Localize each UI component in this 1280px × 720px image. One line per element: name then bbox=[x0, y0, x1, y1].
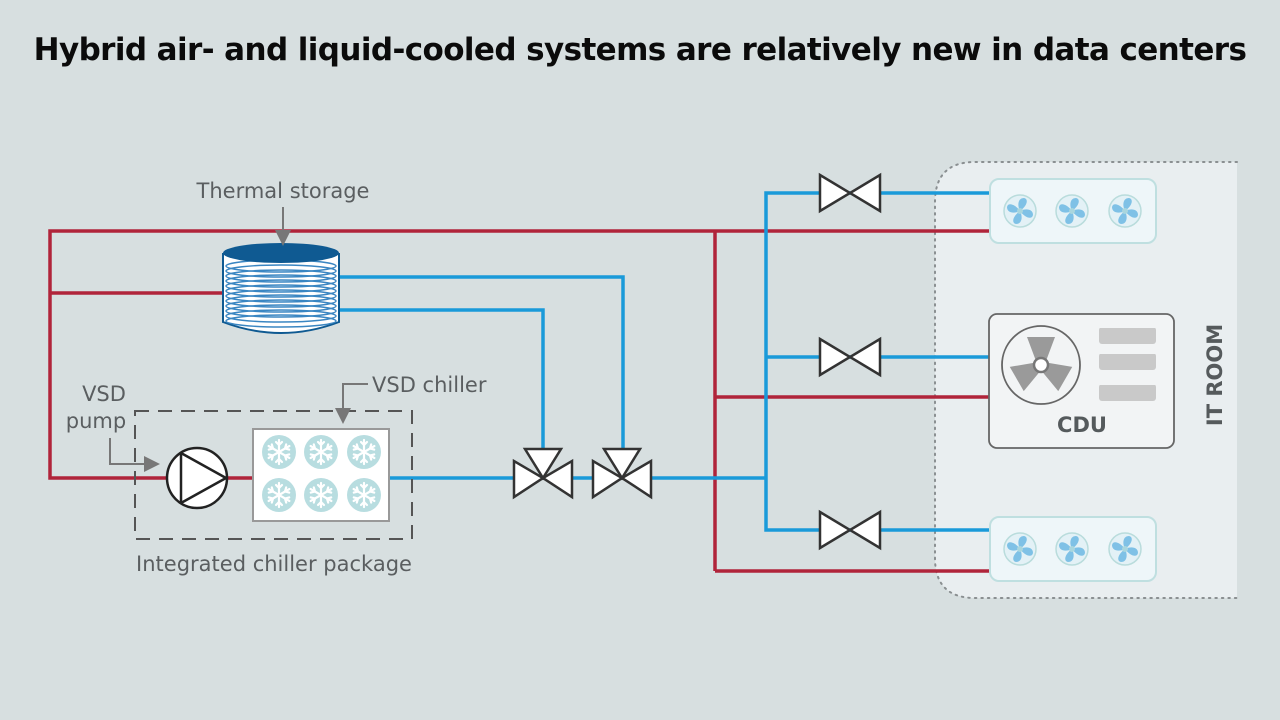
fan-icon bbox=[1108, 532, 1142, 566]
fan-icon bbox=[1055, 532, 1089, 566]
thermal-storage-tank bbox=[222, 243, 340, 334]
vsd-pump-label-line2: pump bbox=[66, 409, 126, 433]
fan-icon bbox=[1055, 194, 1089, 228]
fan-icon bbox=[1003, 532, 1037, 566]
vsd-pump-label-line1: VSD bbox=[82, 382, 126, 406]
two-way-valve-bottom bbox=[818, 510, 882, 550]
vsd-pump-arrow bbox=[109, 438, 160, 472]
vsd-chiller-label: VSD chiller bbox=[372, 373, 487, 397]
cdu-label: CDU bbox=[1057, 413, 1107, 437]
cdu-fan-icon bbox=[1001, 325, 1081, 405]
two-way-valve-middle bbox=[818, 337, 882, 377]
hot-water-pipes bbox=[48, 229, 990, 573]
two-way-valve-top bbox=[818, 173, 882, 213]
integrated-chiller-package-label: Integrated chiller package bbox=[136, 552, 412, 576]
chilled-water-pipes bbox=[338, 191, 990, 532]
thermal-storage-label: Thermal storage bbox=[196, 179, 370, 203]
three-way-valve-2 bbox=[591, 447, 653, 499]
cdu-unit: CDU bbox=[988, 313, 1175, 449]
fan-icon bbox=[1108, 194, 1142, 228]
cdu-rack-icon bbox=[1099, 323, 1156, 401]
page-title: Hybrid air- and liquid-cooled systems ar… bbox=[33, 32, 1247, 68]
vsd-pump-icon bbox=[165, 446, 229, 510]
vsd-chiller-arrow bbox=[335, 383, 368, 424]
three-way-valve-1 bbox=[512, 447, 574, 499]
it-room-label: IT ROOM bbox=[1203, 324, 1227, 426]
air-cooling-unit-bottom bbox=[989, 516, 1157, 582]
integrated-chiller-package-box bbox=[134, 410, 413, 540]
fan-icon bbox=[1003, 194, 1037, 228]
air-cooling-unit-top bbox=[989, 178, 1157, 244]
vsd-chiller bbox=[252, 428, 390, 522]
